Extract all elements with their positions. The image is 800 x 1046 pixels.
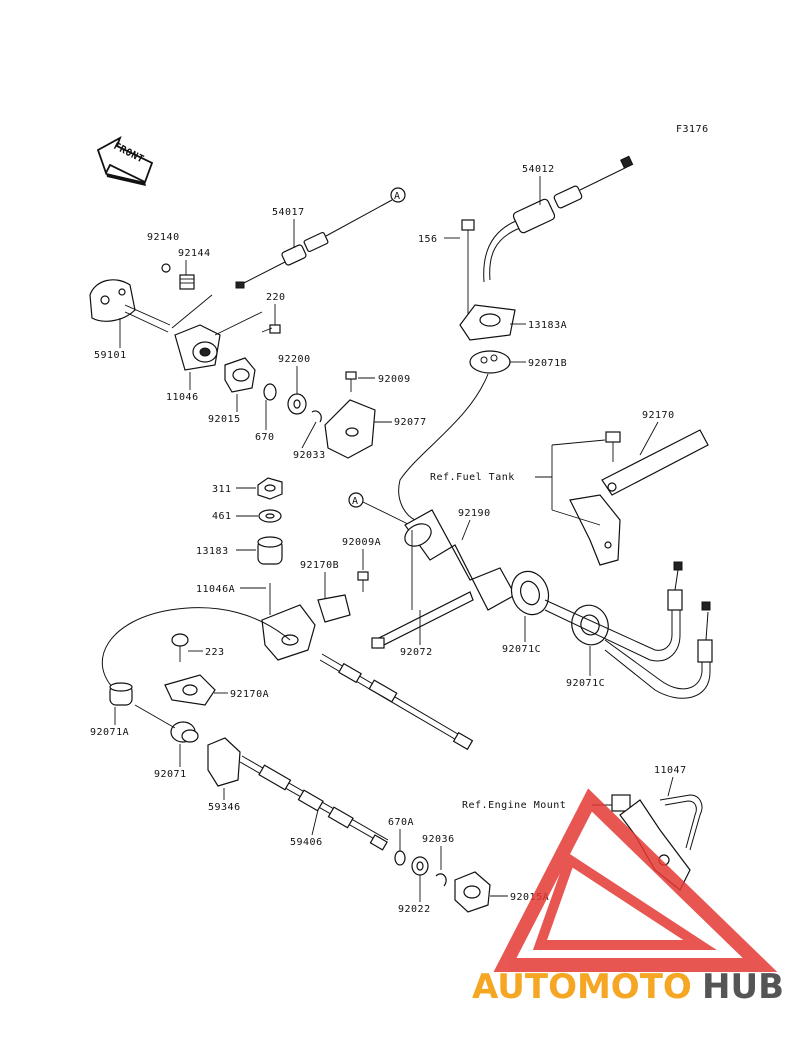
ring-670A [394,850,406,866]
clip-92033 [311,410,322,423]
label-13183A: 13183A [528,320,567,331]
label-92200: 92200 [278,354,311,365]
label-92170A: 92170A [230,689,269,700]
label-92077: 92077 [394,417,427,428]
ref-engine-mount: Ref.Engine Mount [462,800,566,811]
grommet-92071A [109,682,133,706]
grommet-92071C-lower [571,604,609,646]
callout-a-bottom [348,492,364,508]
label-311: 311 [212,484,232,495]
label-92071B: 92071B [528,358,567,369]
label-220: 220 [266,292,286,303]
lever-59101 [89,279,171,333]
callout-a-top-text: A [394,191,401,202]
label-11046A: 11046A [196,584,235,595]
callout-a-bottom-text: A [352,496,359,507]
grommet-92071B [469,350,511,374]
label-92033: 92033 [293,450,326,461]
screw-223 [171,633,189,662]
screw-92009A [357,571,369,592]
label-59406: 59406 [290,837,323,848]
grommet-92071C-upper [510,570,550,616]
label-92170: 92170 [642,410,675,421]
label-59346: 59346 [208,802,241,813]
label-156: 156 [418,234,438,245]
ref-fuel-tank: Ref.Fuel Tank [430,472,515,483]
bracket-92170 [569,429,709,566]
figure-code: F3176 [676,124,709,135]
holder-11046A [261,583,316,661]
bracket-13183A [459,304,516,341]
ball-92140 [161,263,171,273]
label-92015A: 92015A [510,892,549,903]
label-92190: 92190 [458,508,491,519]
label-92022: 92022 [398,904,431,915]
spring-92144 [179,274,195,290]
watermark-text-1: AUTOMOTO [472,967,692,1007]
throttle-cable-54012 [483,155,634,283]
label-54012: 54012 [522,164,555,175]
label-13183: 13183 [196,546,229,557]
cable-main-diagonal [319,653,474,751]
cover-92077 [324,399,376,459]
ring-670 [263,383,277,401]
clip-92036 [435,873,447,887]
label-59101: 59101 [94,350,127,361]
label-54017: 54017 [272,207,305,218]
clamp-92170A [164,674,216,706]
front-arrow-icon: FRONT [96,136,154,186]
holder-11046 [174,324,221,371]
label-92144: 92144 [178,248,211,259]
block-59346 [207,737,241,787]
label-11046: 11046 [166,392,199,403]
label-461: 461 [212,511,232,522]
watermark-logo [493,788,778,972]
cable-59406 [239,755,389,851]
tie-92072 [371,591,474,649]
nut-311 [257,477,283,500]
label-670A: 670A [388,817,414,828]
callout-a-top [390,187,406,203]
screw-92009 [345,371,357,392]
bushing-13183 [257,536,283,565]
sleeve-92190 [404,509,516,611]
label-92036: 92036 [422,834,455,845]
label-92071A: 92071A [90,727,129,738]
cable-loop [101,607,291,691]
choke-cable-54017 [235,199,393,289]
label-92071C-2: 92071C [566,678,605,689]
nut-92015 [224,357,256,393]
label-92140: 92140 [147,232,180,243]
nut-92015A [454,871,491,913]
watermark-text-2: HUB [702,967,784,1007]
label-670: 670 [255,432,275,443]
bolt-156 [461,219,475,320]
screw-220 [261,324,281,334]
label-92072: 92072 [400,647,433,658]
clamp-92170B [317,594,351,623]
label-92071C-1: 92071C [502,644,541,655]
label-92009A: 92009A [342,537,381,548]
grommet-92071 [134,704,199,743]
label-11047: 11047 [654,765,687,776]
label-92170B: 92170B [300,560,339,571]
label-92009: 92009 [378,374,411,385]
cable-ends-right [544,561,713,699]
label-92071: 92071 [154,769,187,780]
label-92015: 92015 [208,414,241,425]
label-223: 223 [205,647,225,658]
